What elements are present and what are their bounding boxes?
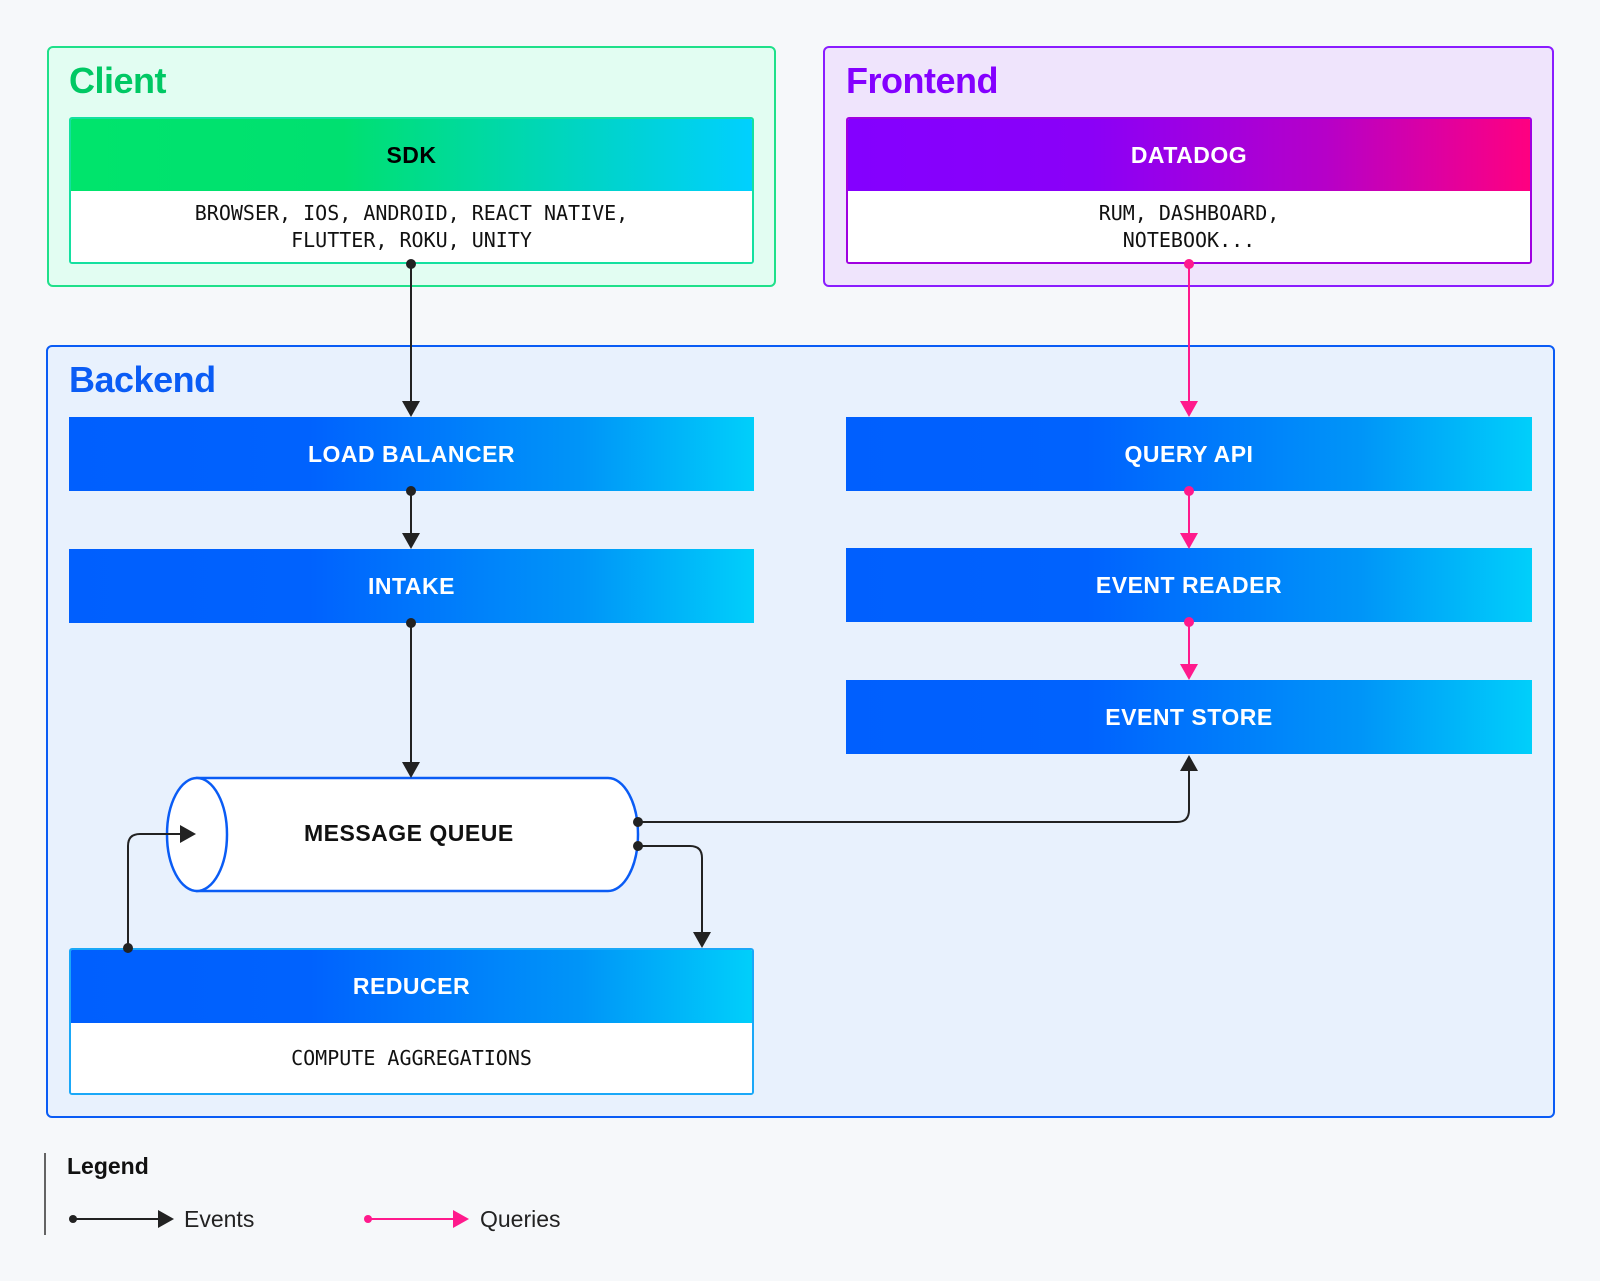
- event-reader-block: EVENT READER: [846, 548, 1532, 622]
- arrow-queue-to-reducer: [633, 841, 711, 948]
- frontend-title: Frontend: [846, 60, 998, 101]
- datadog-products: RUM, DASHBOARD, NOTEBOOK...: [848, 191, 1530, 262]
- datadog-card: DATADOG RUM, DASHBOARD, NOTEBOOK...: [846, 117, 1532, 264]
- client-title: Client: [69, 60, 167, 101]
- arrow-queue-to-event-store: [633, 755, 1198, 827]
- legend-queries-label: Queries: [480, 1206, 561, 1232]
- arrow-event-reader-to-event-store: [1180, 617, 1198, 680]
- sdk-title: SDK: [71, 119, 752, 191]
- arrow-reducer-to-queue: [123, 825, 196, 953]
- reducer-description: COMPUTE AGGREGATIONS: [71, 1023, 752, 1093]
- backend-title: Backend: [69, 359, 216, 400]
- legend-events-icon: [69, 1210, 174, 1228]
- message-queue-label: MESSAGE QUEUE: [304, 820, 514, 846]
- reducer-card: REDUCER COMPUTE AGGREGATIONS: [69, 948, 754, 1095]
- message-queue-cylinder: [165, 776, 640, 893]
- sdk-platforms: BROWSER, IOS, ANDROID, REACT NATIVE, FLU…: [71, 191, 752, 262]
- sdk-card: SDK BROWSER, IOS, ANDROID, REACT NATIVE,…: [69, 117, 754, 264]
- legend-queries-icon: [364, 1210, 469, 1228]
- legend-events-label: Events: [184, 1206, 255, 1232]
- reducer-title: REDUCER: [71, 950, 752, 1023]
- intake-block: INTAKE: [69, 549, 754, 623]
- arrow-sdk-to-load-balancer: [402, 259, 420, 417]
- arrow-intake-to-queue: [402, 618, 420, 778]
- event-store-block: EVENT STORE: [846, 680, 1532, 754]
- arrow-load-balancer-to-intake: [402, 486, 420, 549]
- query-api-block: QUERY API: [846, 417, 1532, 491]
- arrow-datadog-to-query-api: [1180, 259, 1198, 417]
- datadog-title: DATADOG: [848, 119, 1530, 191]
- arrow-query-api-to-event-reader: [1180, 486, 1198, 549]
- legend-title: Legend: [67, 1153, 149, 1179]
- load-balancer-block: LOAD BALANCER: [69, 417, 754, 491]
